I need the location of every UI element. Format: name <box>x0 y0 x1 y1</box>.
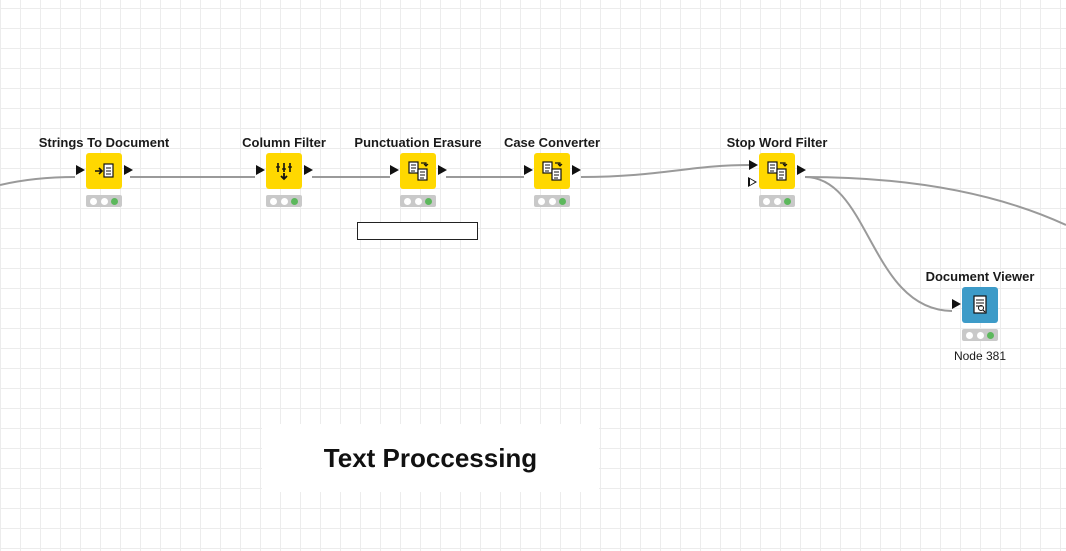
input-port[interactable] <box>952 299 961 309</box>
node-document-viewer[interactable]: Document Viewer Node 381 <box>910 269 1050 363</box>
node-title: Column Filter <box>242 135 326 150</box>
status-dot-executed <box>784 197 792 205</box>
output-port[interactable] <box>572 165 581 175</box>
node-title: Case Converter <box>503 135 601 150</box>
status-dot-idle <box>269 197 277 205</box>
column-filter-icon <box>276 163 292 181</box>
node-label[interactable]: Node 381 <box>953 349 1007 363</box>
input-port[interactable] <box>76 165 85 175</box>
status-dot-executed <box>425 197 433 205</box>
node-status-traffic-light <box>759 195 795 207</box>
workflow-annotation[interactable]: Text Proccessing <box>262 424 599 492</box>
status-dot-idle <box>280 197 288 205</box>
node-status-traffic-light <box>86 195 122 207</box>
node-strings-to-document[interactable]: Strings To Document <box>34 135 174 215</box>
input-port[interactable] <box>749 160 758 170</box>
node-punctuation-erasure[interactable]: Punctuation Erasure <box>348 135 488 215</box>
status-dot-idle <box>965 331 973 339</box>
status-dot-idle <box>773 197 781 205</box>
status-dot-idle <box>976 331 984 339</box>
node-column-filter[interactable]: Column Filter <box>214 135 354 215</box>
input-port[interactable] <box>390 165 399 175</box>
status-dot-idle <box>762 197 770 205</box>
input-port-optional[interactable] <box>748 177 757 187</box>
node-label-edit-box[interactable] <box>357 222 478 240</box>
output-port[interactable] <box>438 165 447 175</box>
node-title: Document Viewer <box>925 269 1035 284</box>
node-icon-button[interactable] <box>400 153 436 189</box>
text-processing-icon <box>408 161 429 181</box>
status-dot-idle <box>403 197 411 205</box>
node-status-traffic-light <box>534 195 570 207</box>
node-title: Stop Word Filter <box>726 135 828 150</box>
node-title: Strings To Document <box>38 135 170 150</box>
output-port[interactable] <box>797 165 806 175</box>
input-port[interactable] <box>524 165 533 175</box>
node-case-converter[interactable]: Case Converter <box>482 135 622 215</box>
status-dot-idle <box>548 197 556 205</box>
status-dot-idle <box>100 197 108 205</box>
status-dot-executed <box>559 197 567 205</box>
status-dot-executed <box>987 331 995 339</box>
status-dot-idle <box>537 197 545 205</box>
node-status-traffic-light <box>266 195 302 207</box>
document-viewer-icon <box>973 295 987 314</box>
node-status-traffic-light <box>962 329 998 341</box>
status-dot-idle <box>89 197 97 205</box>
status-dot-idle <box>414 197 422 205</box>
output-port[interactable] <box>124 165 133 175</box>
status-dot-executed <box>111 197 119 205</box>
output-port[interactable] <box>304 165 313 175</box>
node-status-traffic-light <box>400 195 436 207</box>
node-stop-word-filter[interactable]: Stop Word Filter <box>707 135 847 215</box>
annotation-text: Text Proccessing <box>323 442 538 473</box>
node-icon-button[interactable] <box>266 153 302 189</box>
node-icon-button[interactable] <box>534 153 570 189</box>
node-icon-button[interactable] <box>759 153 795 189</box>
status-dot-executed <box>291 197 299 205</box>
node-icon-button[interactable] <box>86 153 122 189</box>
input-port[interactable] <box>256 165 265 175</box>
text-processing-icon <box>542 161 563 181</box>
node-icon-button[interactable] <box>962 287 998 323</box>
node-title: Punctuation Erasure <box>354 135 482 150</box>
text-processing-icon <box>767 161 788 181</box>
strings-to-document-icon <box>95 163 114 178</box>
